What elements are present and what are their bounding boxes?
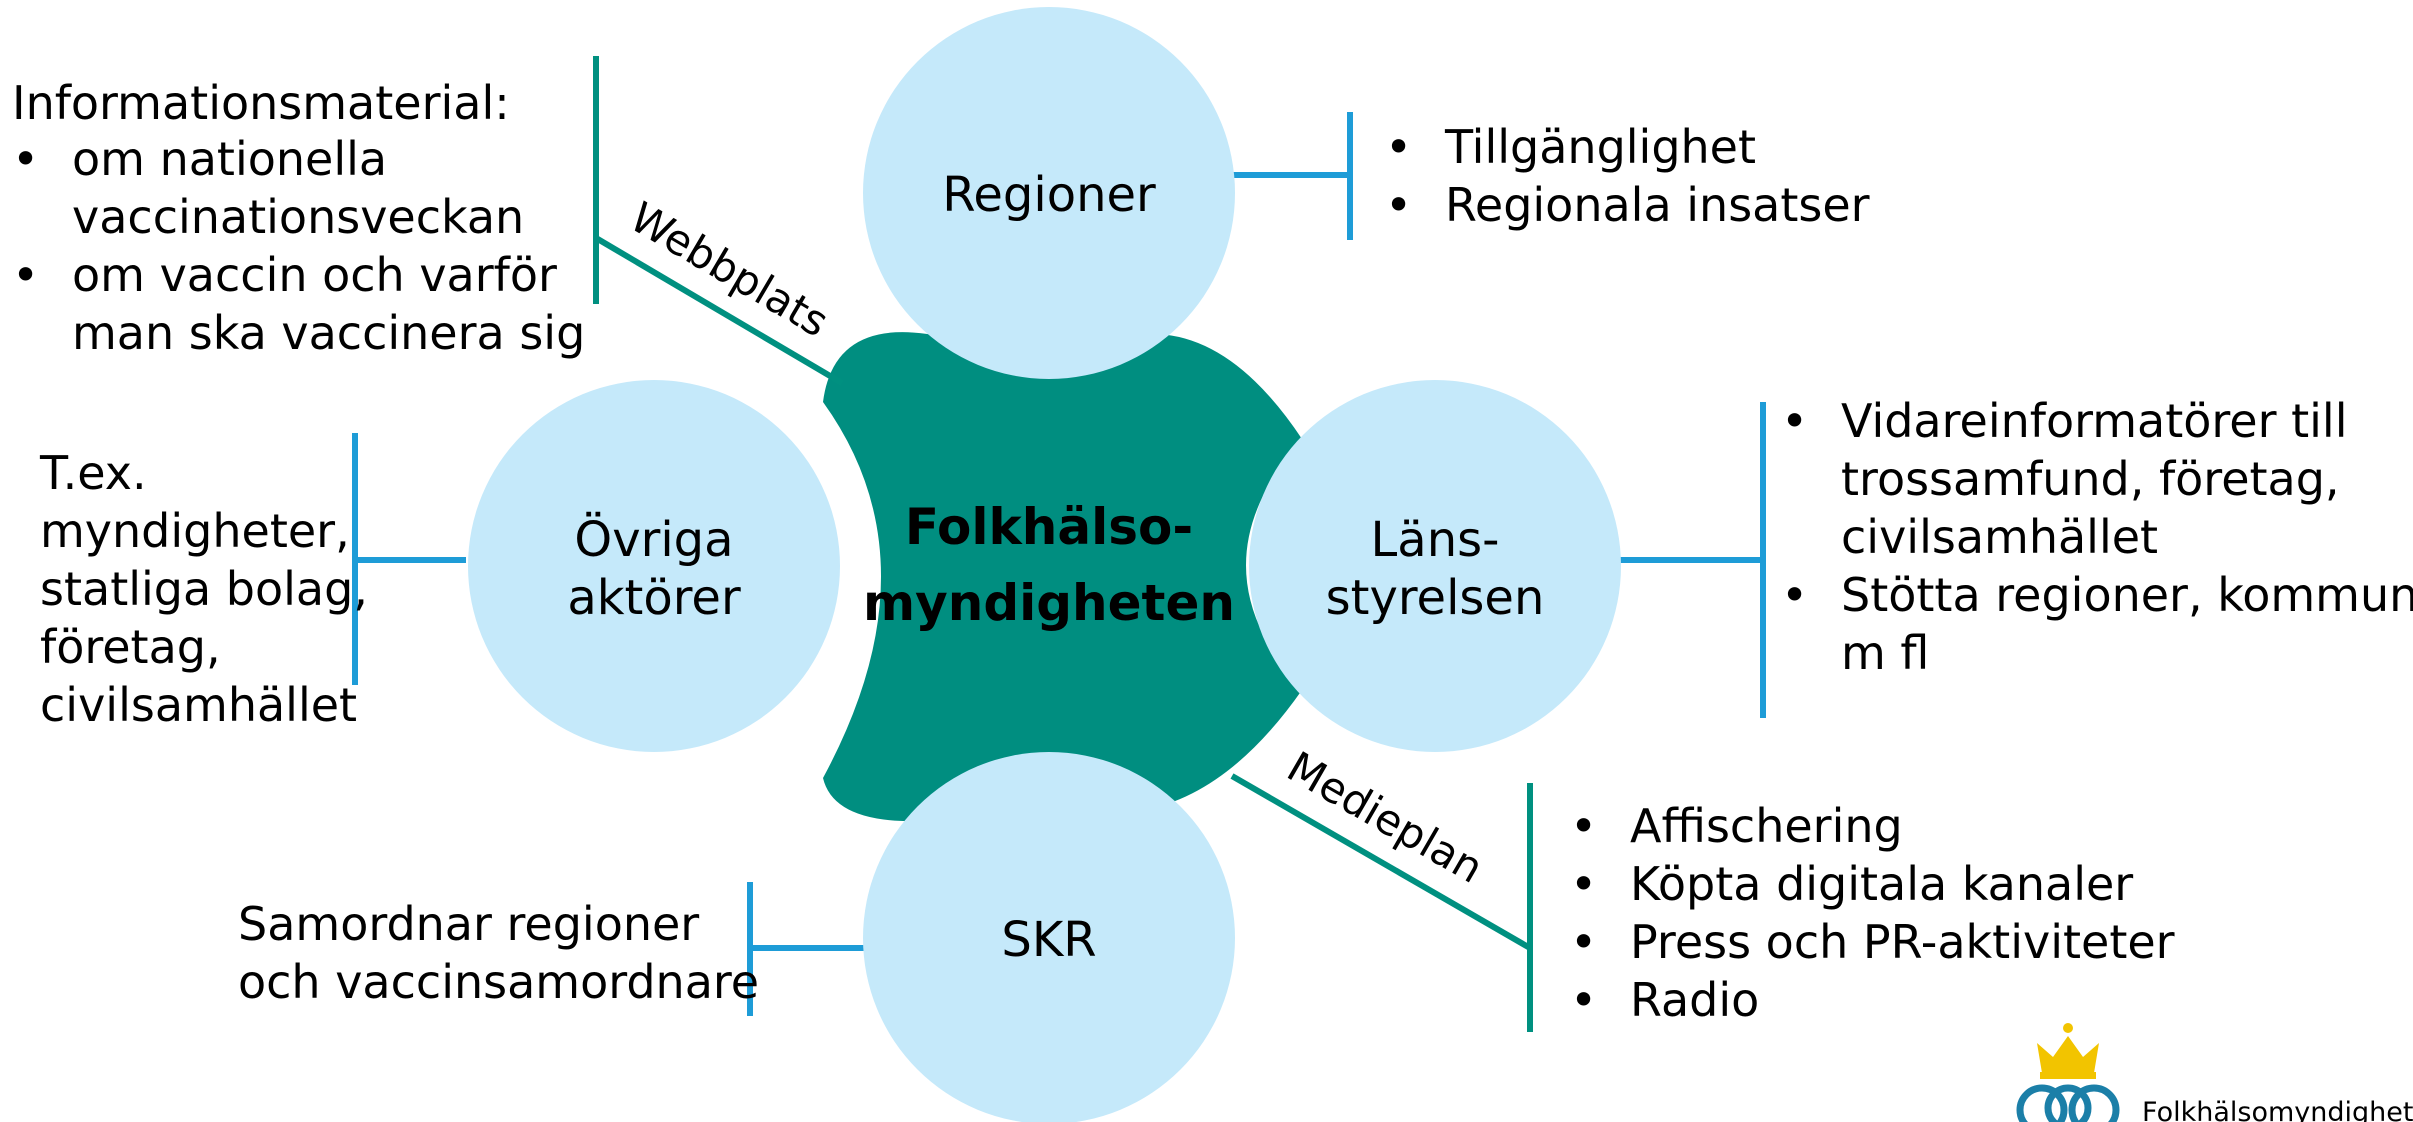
ovriga-note-line4: företag, bbox=[40, 620, 221, 674]
skr-note-line1: Samordnar regioner bbox=[238, 897, 700, 951]
crown-icon bbox=[2037, 1023, 2099, 1079]
info-bullet-1-line1: om nationella bbox=[72, 132, 388, 186]
lansstyrelsen-note-1-line1: Vidareinformatörer till bbox=[1841, 394, 2348, 448]
center-label-line2: myndigheten bbox=[863, 574, 1235, 632]
regioner-note-2-text: Regionala insatser bbox=[1445, 178, 1870, 232]
bullet-dot: • bbox=[12, 132, 40, 186]
node-lansstyrelsen-label-line1: Läns- bbox=[1371, 512, 1500, 568]
node-lansstyrelsen-label-line2: styrelsen bbox=[1326, 570, 1545, 626]
media-note-3-text: Press och PR-aktiviteter bbox=[1630, 915, 2175, 969]
node-skr-label: SKR bbox=[1001, 912, 1096, 968]
lansstyrelsen-note-1-line2: trossamfund, företag, bbox=[1841, 452, 2340, 506]
bullet-dot: • bbox=[1570, 915, 1598, 969]
webbplats-line bbox=[594, 235, 844, 386]
node-ovriga-circle bbox=[468, 380, 840, 752]
lansstyrelsen-note-1-line3: civilsamhället bbox=[1841, 510, 2159, 564]
bullet-dot: • bbox=[12, 248, 40, 302]
bullet-dot: • bbox=[1570, 857, 1598, 911]
bullet-dot: • bbox=[1385, 178, 1413, 232]
bullet-dot: • bbox=[1570, 799, 1598, 853]
bullet-dot: • bbox=[1781, 568, 1809, 622]
medieplan-line bbox=[1230, 773, 1532, 951]
info-bullet-2-line2: man ska vaccinera sig bbox=[72, 306, 586, 360]
lansstyrelsen-note-2-line1: Stötta regioner, kommuner bbox=[1841, 568, 2413, 622]
info-bullet-1-line2: vaccinationsveckan bbox=[72, 190, 525, 244]
logo-text: Folkhälsomyndigheten bbox=[2142, 1097, 2413, 1122]
media-note-4-text: Radio bbox=[1630, 973, 1760, 1027]
ovriga-note-line2: myndigheter, bbox=[40, 504, 350, 558]
media-note-2-text: Köpta digitala kanaler bbox=[1630, 857, 2134, 911]
info-material-title: Informationsmaterial: bbox=[12, 76, 510, 130]
media-note-1-text: Affischering bbox=[1630, 799, 1903, 853]
node-ovriga-label-line1: Övriga bbox=[574, 512, 733, 568]
center-label-line1: Folkhälso- bbox=[905, 498, 1193, 556]
node-ovriga-label-line2: aktörer bbox=[567, 570, 741, 626]
bullet-dot: • bbox=[1385, 120, 1413, 174]
connector-lines bbox=[352, 56, 1766, 1032]
ovriga-note-line1: T.ex. bbox=[40, 446, 147, 500]
regioner-note-1-text: Tillgänglighet bbox=[1445, 120, 1757, 174]
skr-note-line2: och vaccinsamordnare bbox=[238, 955, 760, 1009]
ovriga-note-line3: statliga bolag, bbox=[40, 562, 368, 616]
lansstyrelsen-note-2-line2: m fl bbox=[1841, 626, 1930, 680]
center-shape bbox=[823, 332, 1302, 822]
info-bullet-2-line1: om vaccin och varför bbox=[72, 248, 557, 302]
bullet-dot: • bbox=[1570, 973, 1598, 1027]
bullet-dot: • bbox=[1781, 394, 1809, 448]
heart-knot-icon bbox=[2016, 1084, 2120, 1122]
connector-label-medieplan: Medieplan bbox=[1279, 742, 1491, 893]
node-regioner-label: Regioner bbox=[942, 167, 1156, 223]
ovriga-note-line5: civilsamhället bbox=[40, 678, 358, 732]
node-regioner-circle bbox=[863, 7, 1235, 379]
node-skr-circle bbox=[863, 752, 1235, 1122]
node-lansstyrelsen-circle bbox=[1249, 380, 1621, 752]
logo: Folkhälsomyndigheten bbox=[2016, 1023, 2413, 1122]
